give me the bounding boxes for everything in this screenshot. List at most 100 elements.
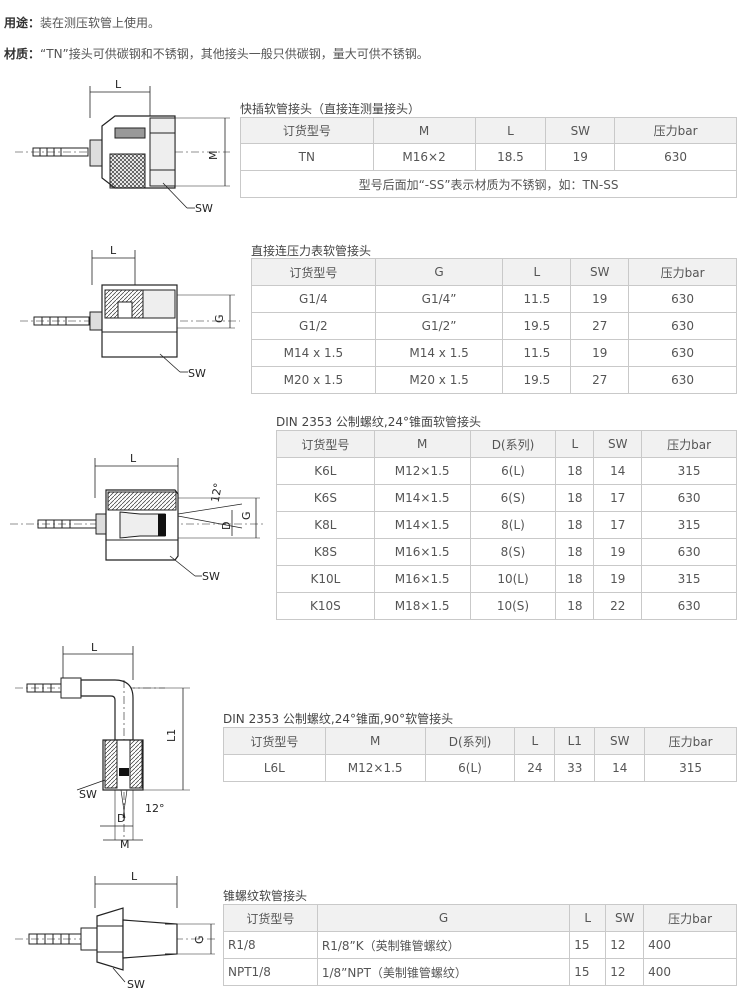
cell: 14	[594, 754, 646, 782]
col-header: M	[324, 727, 426, 755]
table-row: G1/4 G1/4” 11.5 19 630	[251, 285, 737, 313]
cell: 19	[570, 339, 630, 367]
cell: 18.5	[474, 143, 547, 171]
fig2-label-SW: SW	[188, 367, 206, 380]
cell: M18×1.5	[373, 592, 471, 620]
cell: 6(L)	[424, 754, 516, 782]
din-elbow-coupling-drawing: L L1 SW 12° D M	[15, 641, 190, 851]
col-header: 订货型号	[223, 727, 326, 755]
col-header: SW	[593, 430, 643, 458]
fig5-label-L: L	[131, 870, 138, 883]
cell: M14×1.5	[373, 484, 471, 512]
fig4-label-D: D	[117, 812, 125, 825]
cell: L6L	[223, 754, 326, 782]
fig4-label-angle: 12°	[145, 802, 165, 815]
taper-thread-coupling-drawing: L G SW	[15, 870, 215, 991]
table-header-row: 订货型号 G L SW 压力bar	[223, 904, 737, 932]
taper-thread-table: 订货型号 G L SW 压力bar R1/8 R1/8”K（英制锥管螺纹） 15…	[223, 904, 737, 986]
cell: 10(S)	[469, 592, 557, 620]
table-note-row: 型号后面加“-SS”表示材质为不锈钢，如：TN-SS	[240, 170, 737, 198]
col-header: M	[372, 117, 476, 144]
cell: 6(S)	[469, 484, 557, 512]
cell: M16×1.5	[373, 538, 471, 566]
cell: 12	[605, 931, 645, 959]
col-header: SW	[605, 904, 645, 932]
col-header: L	[474, 117, 547, 144]
col-header: L	[514, 727, 556, 755]
cell: 11.5	[502, 285, 572, 313]
table-row: NPT1/8 1/8”NPT（美制锥管螺纹） 15 12 400	[223, 958, 737, 986]
fig4-label-SW: SW	[79, 788, 97, 801]
table-row: M14 x 1.5 M14 x 1.5 11.5 19 630	[251, 339, 737, 367]
cell: 19.5	[502, 366, 572, 394]
cell: 630	[614, 143, 737, 171]
cell: NPT1/8	[223, 958, 318, 986]
cell: 17	[593, 511, 643, 539]
cell: 630	[641, 592, 737, 620]
cell: 630	[641, 538, 737, 566]
cell: 400	[643, 931, 737, 959]
cell: G1/2	[251, 312, 376, 340]
col-header: L	[555, 430, 595, 458]
cell: 18	[555, 592, 595, 620]
cell: K8S	[276, 538, 375, 566]
cell: 630	[628, 366, 737, 394]
cell: 10(L)	[469, 565, 557, 593]
cell: M16×1.5	[373, 565, 471, 593]
table-row: R1/8 R1/8”K（英制锥管螺纹） 15 12 400	[223, 931, 737, 959]
cell: 8(S)	[469, 538, 557, 566]
col-header: L	[502, 258, 572, 286]
table-row: G1/2 G1/2” 19.5 27 630	[251, 312, 737, 340]
cell: 630	[628, 285, 737, 313]
cell: 24	[514, 754, 556, 782]
fig4-label-L: L	[91, 641, 98, 654]
cell: 18	[555, 538, 595, 566]
cell: 15	[569, 931, 607, 959]
col-header: 订货型号	[251, 258, 376, 286]
cell: 15	[569, 958, 607, 986]
cell: 19	[593, 565, 643, 593]
cell: 33	[554, 754, 596, 782]
cell: 315	[641, 565, 737, 593]
table-header-row: 订货型号 M L SW 压力bar	[240, 117, 737, 144]
cell: M12×1.5	[324, 754, 426, 782]
fig5-label-G: G	[193, 935, 206, 944]
cell: M16×2	[372, 143, 476, 171]
cell: 6(L)	[469, 457, 557, 485]
col-header: D(系列)	[424, 727, 516, 755]
cell: G1/4	[251, 285, 376, 313]
col-header: 压力bar	[643, 904, 737, 932]
cell: M14×1.5	[373, 511, 471, 539]
col-header: 压力bar	[644, 727, 737, 755]
cell: K10L	[276, 565, 375, 593]
cell: 1/8”NPT（美制锥管螺纹）	[316, 958, 571, 986]
cell: M14 x 1.5	[251, 339, 376, 367]
fig2-label-G: G	[213, 314, 226, 323]
cell: 315	[644, 754, 737, 782]
table-header-row: 订货型号 M D(系列) L SW 压力bar	[276, 430, 737, 458]
cell: 12	[605, 958, 645, 986]
cell: 17	[593, 484, 643, 512]
fig3-label-angle: 12°	[209, 482, 225, 503]
cell: K10S	[276, 592, 375, 620]
col-header: 压力bar	[628, 258, 737, 286]
fig3-label-L: L	[130, 452, 137, 465]
col-header: G	[374, 258, 504, 286]
quick-coupling-drawing: L M SW	[15, 78, 230, 215]
cell: 14	[593, 457, 643, 485]
table-header-row: 订货型号 M D(系列) L L1 SW 压力bar	[223, 727, 737, 755]
col-header: D(系列)	[469, 430, 557, 458]
cell: 18	[555, 511, 595, 539]
col-header: SW	[594, 727, 646, 755]
col-header: 压力bar	[641, 430, 737, 458]
usage-text: 装在测压软管上使用。	[40, 16, 161, 30]
col-header: L	[569, 904, 607, 932]
cell: 400	[643, 958, 737, 986]
fig1-label-M: M	[207, 151, 220, 161]
fig1-label-L: L	[115, 78, 122, 91]
col-header: SW	[570, 258, 630, 286]
cell: R1/8”K（英制锥管螺纹）	[316, 931, 571, 959]
